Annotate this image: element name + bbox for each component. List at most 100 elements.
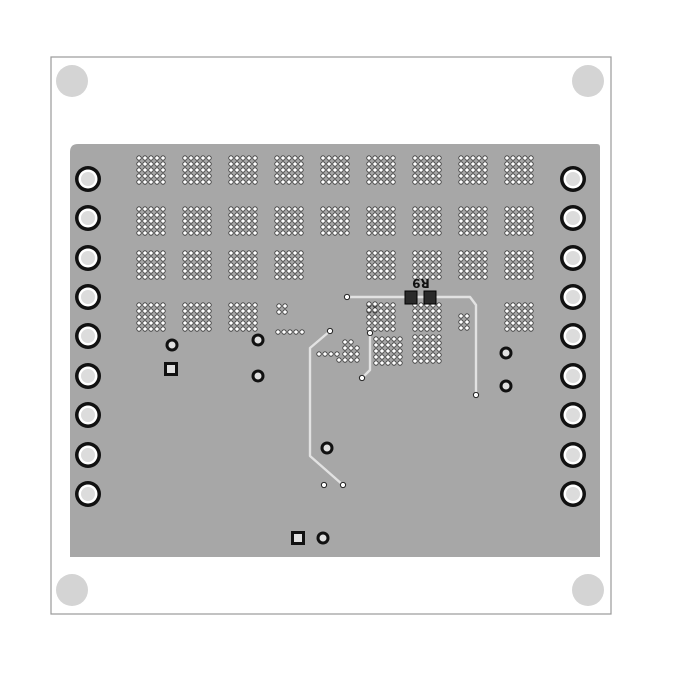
via-icon [252,320,258,326]
via-icon [528,314,534,320]
via-icon [366,268,372,274]
via-icon [240,314,246,320]
via-icon [436,340,442,346]
via-icon [470,161,476,167]
via-icon [154,230,160,236]
via-icon [436,308,442,314]
via-icon [424,161,430,167]
via-icon [516,250,522,256]
via-icon [246,212,252,218]
smd-pad-right [423,290,437,305]
via-icon [280,250,286,256]
via-icon [458,206,464,212]
via-icon [228,268,234,274]
via-icon [504,274,510,280]
via-icon [366,179,372,185]
via-icon [194,179,200,185]
via-icon [430,167,436,173]
via-icon [372,161,378,167]
via-icon [470,268,476,274]
via-icon [522,268,528,274]
via-icon [348,339,354,345]
via-icon [142,206,148,212]
via-icon [154,224,160,230]
via-icon [458,325,464,331]
via-icon [206,167,212,173]
via-icon [320,161,326,167]
via-icon [379,336,385,342]
via-icon [194,250,200,256]
via-icon [240,268,246,274]
via-icon [280,230,286,236]
via-icon [412,206,418,212]
via-icon [188,250,194,256]
via-icon [326,206,332,212]
via-icon [280,268,286,274]
via-icon [522,206,528,212]
via-icon [182,302,188,308]
via-icon [286,167,292,173]
via-icon [298,206,304,212]
through-hole-pad-icon [251,333,265,347]
via-icon [390,218,396,224]
via-icon [206,206,212,212]
via-icon [504,224,510,230]
via-icon [372,224,378,230]
via-icon [470,167,476,173]
via-icon [384,167,390,173]
via-icon [390,155,396,161]
via-icon [430,212,436,218]
via-icon [240,320,246,326]
component-designator: R9 [412,276,430,290]
via-icon [366,230,372,236]
via-icon [298,256,304,262]
via-icon [384,218,390,224]
via-icon [154,179,160,185]
via-array [366,155,396,185]
via-icon [206,218,212,224]
via-arrays [136,155,534,366]
via-icon [246,268,252,274]
via-icon [424,206,430,212]
via-icon [326,230,332,236]
via-icon [397,342,403,348]
via-icon [418,262,424,268]
via-icon [397,360,403,366]
via-icon [252,326,258,332]
via-icon [194,167,200,173]
via-icon [342,357,348,363]
via-icon [516,308,522,314]
via-icon [246,326,252,332]
via-icon [160,320,166,326]
via-icon [342,345,348,351]
via-icon [464,313,470,319]
via-icon [280,212,286,218]
via-icon [510,320,516,326]
via-icon [522,320,528,326]
via-icon [292,230,298,236]
via-icon [194,212,200,218]
via-icon [522,218,528,224]
via-icon [366,250,372,256]
via-icon [154,262,160,268]
via-icon [154,308,160,314]
via-icon [339,481,347,489]
via-icon [412,262,418,268]
via-icon [510,256,516,262]
via-icon [206,320,212,326]
via-icon [154,206,160,212]
via-icon [418,206,424,212]
via-icon [280,218,286,224]
via-icon [148,320,154,326]
via-icon [142,320,148,326]
via-icon [188,155,194,161]
via-icon [373,336,379,342]
via-icon [476,262,482,268]
via-icon [372,250,378,256]
via-icon [240,206,246,212]
via-icon [286,262,292,268]
via-icon [424,262,430,268]
via-icon [458,155,464,161]
via-icon [320,167,326,173]
via-icon [528,167,534,173]
